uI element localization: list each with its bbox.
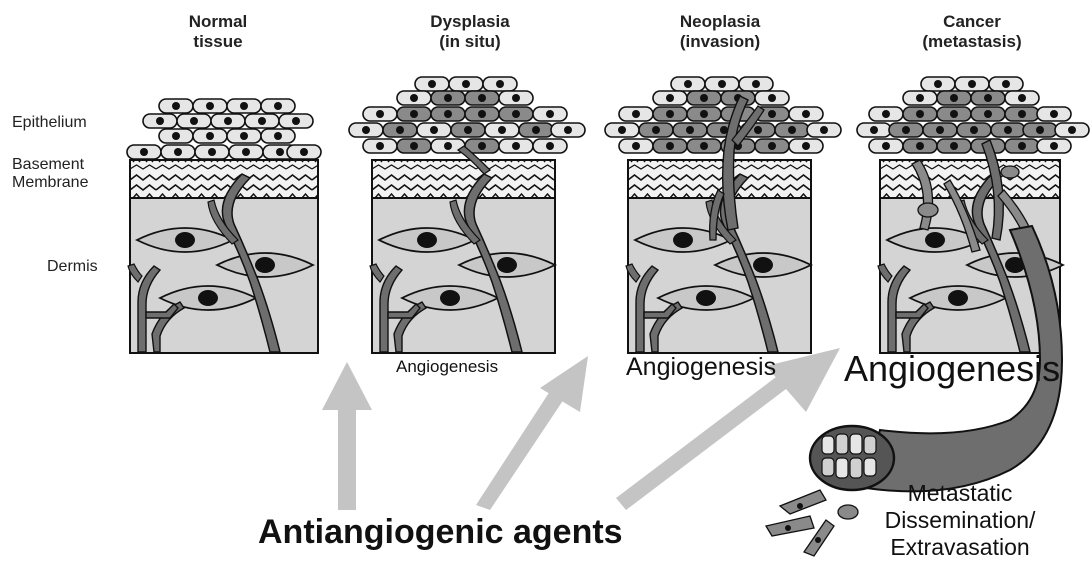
angiogenesis-label-1: Angiogenesis: [396, 357, 498, 377]
metastatic-line2: Dissemination/: [855, 507, 1065, 534]
metastatic-line3: Extravasation: [855, 534, 1065, 561]
angiogenesis-label-3: Angiogenesis: [844, 348, 1060, 390]
panel-normal: [127, 99, 321, 353]
arrow-2: [476, 356, 588, 510]
metastatic-dissemination-label: Metastatic Dissemination/ Extravasation: [855, 480, 1065, 561]
angiogenesis-label-2: Angiogenesis: [626, 353, 776, 382]
arrow-1: [322, 362, 372, 510]
panel-dysplasia: [349, 77, 585, 353]
antiangiogenic-agents-label: Antiangiogenic agents: [258, 513, 623, 552]
metastatic-line1: Metastatic: [855, 480, 1065, 507]
panel-neoplasia: [605, 77, 841, 353]
